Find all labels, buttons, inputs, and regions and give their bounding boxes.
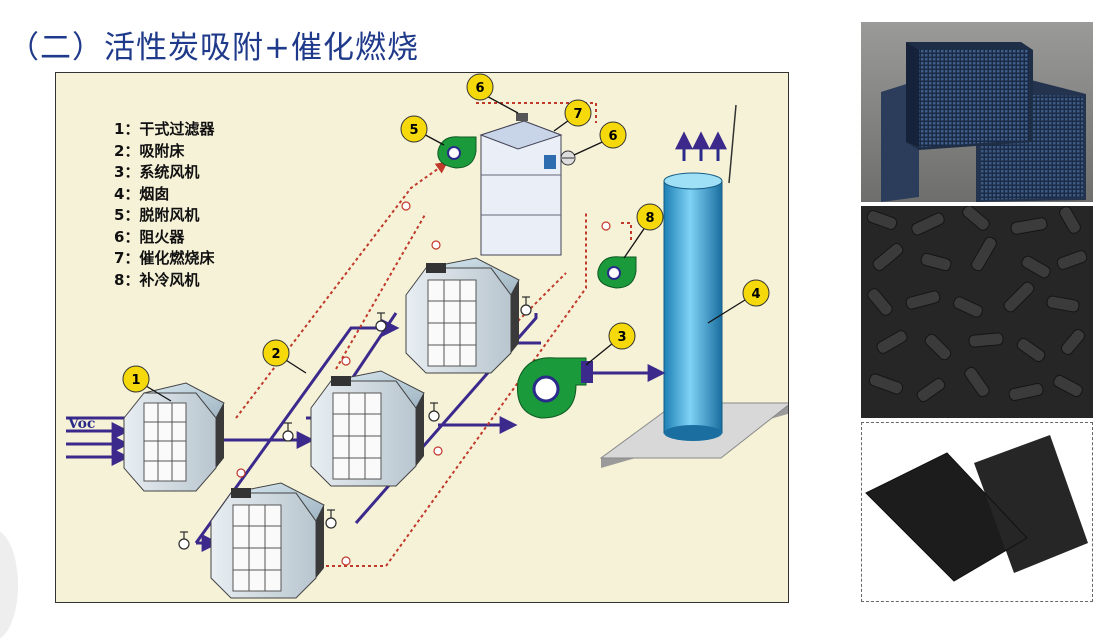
adsorption-bed-top <box>405 257 520 374</box>
legend-item-6: 6：阻火器 <box>114 227 185 246</box>
callout-2: 2 <box>262 339 290 367</box>
voc-inlet-label: Voc <box>67 416 95 432</box>
callout-5: 5 <box>400 115 428 143</box>
page-title: （二）活性炭吸附+催化燃烧 <box>8 30 419 66</box>
legend-item-7: 7：催化燃烧床 <box>114 249 215 267</box>
chimney <box>663 104 737 441</box>
legend: 1：干式过滤器 2：吸附床 3：系统风机 4：烟囱 5：脱附风机 6：阻火器 7… <box>114 119 214 291</box>
dry-filter <box>123 382 225 492</box>
svg-text:8: 8 <box>645 211 654 226</box>
callout-1: 1 <box>122 365 150 393</box>
honeycomb-carbon-photo <box>861 22 1093 202</box>
flame-arrestor-icon <box>516 113 576 166</box>
svg-text:5: 5 <box>409 123 418 138</box>
svg-text:6: 6 <box>475 81 484 96</box>
legend-item-4: 4：烟囱 <box>114 184 170 203</box>
callout-3: 3 <box>608 322 636 350</box>
legend-item-1: 1：干式过滤器 <box>114 120 215 138</box>
svg-text:2: 2 <box>271 347 280 362</box>
callout-6a: 6 <box>466 73 494 101</box>
diagram-svg: 1 2 3 4 5 6 7 6 8 Voc <box>66 73 788 599</box>
decorative-circle <box>0 530 18 640</box>
adsorption-bed-middle <box>310 370 425 487</box>
legend-item-3: 3：系统风机 <box>114 163 200 181</box>
svg-text:6: 6 <box>608 129 617 144</box>
svg-text:1: 1 <box>131 373 140 388</box>
callout-8: 8 <box>636 203 664 231</box>
legend-item-2: 2：吸附床 <box>114 141 185 160</box>
desorption-pipes <box>235 102 632 567</box>
callouts: 1 2 3 4 5 6 7 6 8 <box>122 73 770 393</box>
svg-text:3: 3 <box>617 330 626 345</box>
process-diagram: 1：干式过滤器 2：吸附床 3：系统风机 4：烟囱 5：脱附风机 6：阻火器 7… <box>55 72 789 603</box>
desorption-fan <box>437 136 477 169</box>
svg-text:4: 4 <box>751 287 760 302</box>
svg-text:7: 7 <box>573 107 582 122</box>
callout-7: 7 <box>564 99 592 127</box>
callout-4: 4 <box>742 279 770 307</box>
valves <box>178 201 611 566</box>
carbon-felt-photo <box>861 422 1093 602</box>
cooling-fan <box>597 256 637 289</box>
columnar-carbon-photo <box>861 206 1093 418</box>
legend-item-8: 8：补冷风机 <box>114 270 200 289</box>
system-fan <box>516 357 593 419</box>
catalytic-combustion-bed <box>479 120 563 256</box>
adsorption-bed-bottom <box>210 482 325 599</box>
legend-item-5: 5：脱附风机 <box>114 206 200 224</box>
callout-6b: 6 <box>599 121 627 149</box>
